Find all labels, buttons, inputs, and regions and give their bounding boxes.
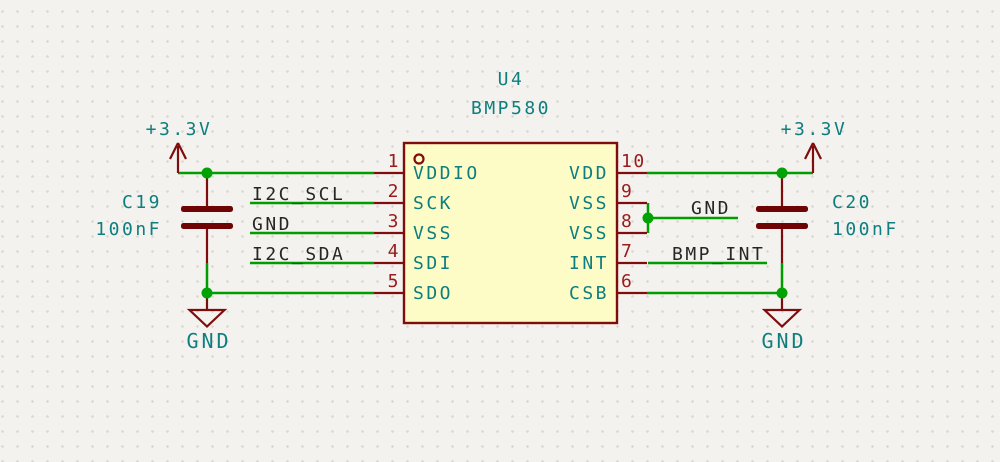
ic-value[interactable]: BMP580 bbox=[470, 98, 552, 119]
power-label-3v3-right[interactable]: +3.3V bbox=[780, 119, 848, 140]
pin-number-5: 5 bbox=[387, 271, 400, 292]
pin-number-10: 10 bbox=[621, 151, 646, 172]
power-arrow-left-icon[interactable] bbox=[169, 0, 805, 173]
c19-reference[interactable]: C19 bbox=[121, 192, 162, 213]
pin-name-vss-9: VSS bbox=[568, 193, 609, 214]
net-label-i2c-sda[interactable]: I2C_SDA bbox=[252, 244, 346, 265]
gnd-label-left[interactable]: GND bbox=[186, 329, 232, 353]
junction-dot bbox=[201, 167, 213, 179]
pin-number-2: 2 bbox=[387, 181, 400, 202]
net-label-gnd-right[interactable]: GND bbox=[691, 198, 732, 219]
ic-right-pins[interactable] bbox=[617, 171, 647, 295]
c20-reference[interactable]: C20 bbox=[832, 192, 873, 213]
gnd-label-right[interactable]: GND bbox=[761, 329, 807, 353]
net-label-i2c-scl[interactable]: I2C_SCL bbox=[252, 184, 346, 205]
capacitor-c19-symbol[interactable] bbox=[181, 173, 233, 263]
ic-left-pins[interactable] bbox=[374, 171, 404, 295]
c20-value[interactable]: 100nF bbox=[832, 219, 899, 240]
pin-name-csb: CSB bbox=[568, 283, 609, 304]
pin-name-vss-3: VSS bbox=[413, 223, 454, 244]
junction-dots bbox=[201, 167, 788, 299]
junction-dot bbox=[776, 167, 788, 179]
pin-name-vdd: VDD bbox=[568, 163, 609, 184]
pin-name-vddio: VDDIO bbox=[413, 163, 480, 184]
junction-dot bbox=[642, 212, 654, 224]
wires[interactable] bbox=[178, 171, 813, 295]
c19-value[interactable]: 100nF bbox=[95, 219, 162, 240]
pin-number-6: 6 bbox=[621, 271, 634, 292]
ic-u4-symbol[interactable] bbox=[374, 141, 647, 325]
pin-name-vss-8: VSS bbox=[568, 223, 609, 244]
ic-body[interactable] bbox=[402, 141, 619, 325]
capacitor-c20-symbol[interactable] bbox=[756, 173, 808, 263]
pin-number-4: 4 bbox=[387, 241, 400, 262]
power-arrow-right-icon[interactable] bbox=[804, 142, 822, 173]
pin-number-3: 3 bbox=[387, 211, 400, 232]
junction-dot bbox=[776, 287, 788, 299]
net-label-bmp-int[interactable]: BMP_INT bbox=[672, 244, 766, 265]
pin-name-int: INT bbox=[568, 253, 609, 274]
pin-number-7: 7 bbox=[621, 241, 634, 262]
net-label-gnd-left[interactable]: GND bbox=[252, 214, 293, 235]
pin-name-sck: SCK bbox=[413, 193, 454, 214]
ic-reference[interactable]: U4 bbox=[497, 69, 525, 90]
pin-number-9: 9 bbox=[621, 181, 634, 202]
pin-name-sdi: SDI bbox=[413, 253, 454, 274]
junction-dot bbox=[201, 287, 213, 299]
pin-number-1: 1 bbox=[387, 151, 400, 172]
power-label-3v3-left[interactable]: +3.3V bbox=[145, 119, 213, 140]
pin-number-8: 8 bbox=[621, 211, 634, 232]
pin-name-sdo: SDO bbox=[413, 283, 454, 304]
pin1-marker-icon bbox=[413, 153, 425, 165]
